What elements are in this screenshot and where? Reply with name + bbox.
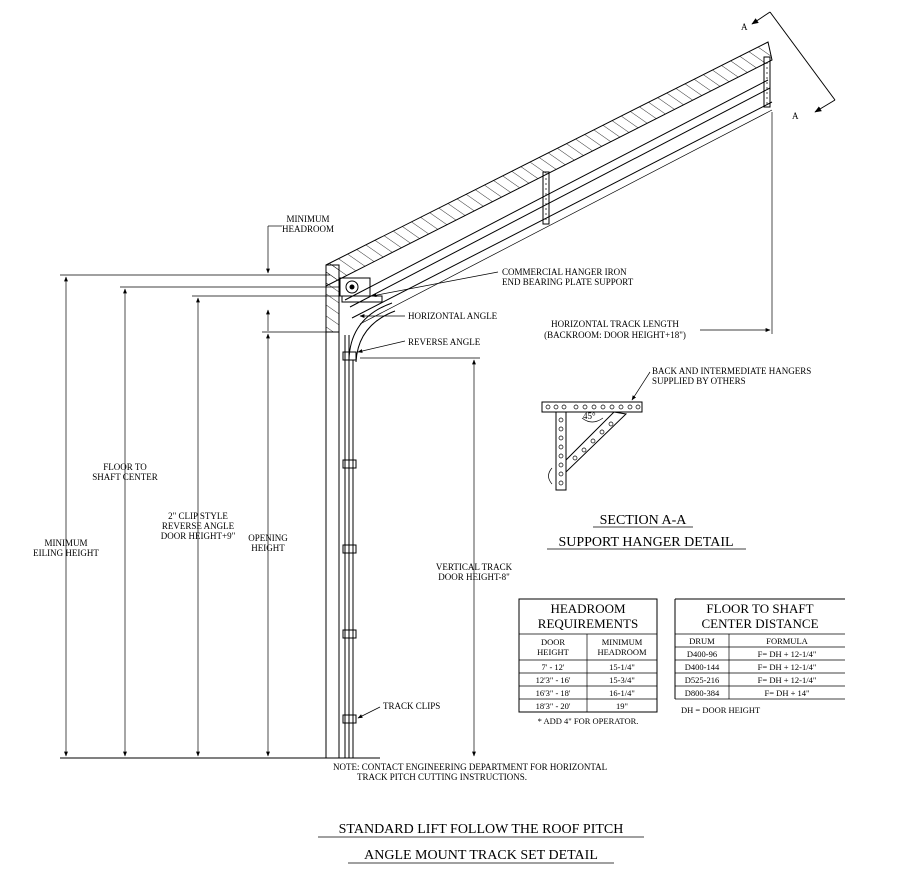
wall-section	[60, 264, 380, 759]
shaft-row-4-drum: D800-384	[685, 688, 720, 698]
shaft-row-3-formula: F= DH + 12-1/4"	[758, 675, 817, 685]
horizontal-angle-label: HORIZONTAL ANGLE	[408, 311, 498, 321]
shaft-row-2-formula: F= DH + 12-1/4"	[758, 662, 817, 672]
angle-45-label: 45°	[583, 411, 596, 421]
note-line-1: NOTE: CONTACT ENGINEERING DEPARTMENT FOR…	[333, 762, 607, 772]
vertical-track-label-1: VERTICAL TRACK	[436, 562, 513, 572]
shaft-title-1: FLOOR TO SHAFT	[706, 601, 813, 616]
commercial-hanger-label-2: END BEARING PLATE SUPPORT	[502, 277, 634, 287]
headroom-title-2: REQUIREMENTS	[538, 616, 638, 631]
headroom-row-2-min: 15-3/4"	[609, 675, 635, 685]
headroom-col-2-line-2: HEADROOM	[597, 647, 647, 657]
main-title-line-2: ANGLE MOUNT TRACK SET DETAIL	[364, 848, 598, 863]
vertical-track-label-2: DOOR HEIGHT-8"	[438, 572, 510, 582]
reverse-angle-label: REVERSE ANGLE	[408, 337, 481, 347]
headroom-row-1-min: 15-1/4"	[609, 662, 635, 672]
headroom-col-1-line-2: HEIGHT	[537, 647, 569, 657]
clip-style-label-2: REVERSE ANGLE	[162, 521, 235, 531]
main-title: STANDARD LIFT FOLLOW THE ROOF PITCH ANGL…	[318, 822, 644, 864]
back-hangers-label-2: SUPPLIED BY OTHERS	[652, 376, 746, 386]
section-title: SECTION A-A SUPPORT HANGER DETAIL	[547, 513, 746, 550]
minimum-headroom-label-1: MINIMUM	[286, 214, 329, 224]
minimum-headroom-label-2: HEADROOM	[282, 224, 334, 234]
section-title-line-2: SUPPORT HANGER DETAIL	[558, 535, 733, 550]
minimum-ceiling-label-2: EILING HEIGHT	[33, 548, 99, 558]
dimension-lines	[60, 112, 773, 757]
opening-height-label-2: HEIGHT	[251, 543, 285, 553]
shaft-title-2: CENTER DISTANCE	[701, 616, 818, 631]
support-hanger-detail: 45°	[541, 401, 643, 491]
opening-height-label-1: OPENING	[248, 533, 288, 543]
commercial-hanger-label-1: COMMERCIAL HANGER IRON	[502, 267, 627, 277]
shaft-row-2-drum: D400-144	[685, 662, 720, 672]
headroom-footnote: * ADD 4" FOR OPERATOR.	[538, 716, 639, 726]
floor-to-shaft-label-1: FLOOR TO	[103, 462, 147, 472]
section-mark-top: A	[741, 22, 748, 32]
minimum-ceiling-label-1: MINIMUM	[44, 538, 87, 548]
shaft-footnote: DH = DOOR HEIGHT	[681, 705, 761, 715]
shaft-row-4-formula: F= DH + 14"	[765, 688, 810, 698]
note-line-2: TRACK PITCH CUTTING INSTRUCTIONS.	[357, 772, 527, 782]
horizontal-track-length-label-1: HORIZONTAL TRACK LENGTH	[551, 319, 679, 329]
shaft-col-drum: DRUM	[689, 636, 715, 646]
hangers	[542, 56, 771, 225]
roof-section	[325, 41, 773, 287]
clip-style-label-1: 2" CLIP STYLE	[168, 511, 228, 521]
bearing-plate	[339, 277, 383, 303]
headroom-row-2-door: 12'3" - 16'	[536, 675, 571, 685]
headroom-row-4-min: 19"	[616, 701, 628, 711]
headroom-row-3-min: 16-1/4"	[609, 688, 635, 698]
section-title-line-1: SECTION A-A	[600, 513, 688, 528]
headroom-row-4-door: 18'3" - 20'	[536, 701, 571, 711]
main-title-line-1: STANDARD LIFT FOLLOW THE ROOF PITCH	[339, 822, 624, 837]
clip-style-label-3: DOOR HEIGHT+9"	[161, 531, 236, 541]
track-clips-label: TRACK CLIPS	[383, 701, 440, 711]
headroom-col-1-line-1: DOOR	[541, 637, 565, 647]
headroom-title-1: HEADROOM	[550, 601, 626, 616]
shaft-table: FLOOR TO SHAFT CENTER DISTANCE DRUM FORM…	[674, 598, 845, 715]
radius-track	[348, 302, 396, 363]
section-mark-bottom: A	[792, 111, 799, 121]
headroom-row-3-door: 16'3" - 18'	[536, 688, 571, 698]
shaft-row-3-drum: D525-216	[685, 675, 719, 685]
shaft-row-1-formula: F= DH + 12-1/4"	[758, 649, 817, 659]
horizontal-track	[344, 79, 773, 325]
section-cut-marks: A A	[741, 11, 836, 121]
horizontal-track-length-label-2: (BACKROOM: DOOR HEIGHT+18")	[544, 330, 686, 340]
drawing-labels: MINIMUM HEADROOM COMMERCIAL HANGER IRON …	[33, 214, 811, 782]
headroom-row-1-door: 7' - 12'	[542, 662, 565, 672]
shaft-col-formula: FORMULA	[766, 636, 808, 646]
floor-to-shaft-label-2: SHAFT CENTER	[92, 472, 158, 482]
leader-lines	[357, 271, 651, 719]
shaft-row-1-drum: D400-96	[687, 649, 717, 659]
headroom-table: HEADROOM REQUIREMENTS DOOR HEIGHT MINIMU…	[518, 598, 658, 726]
back-hangers-label-1: BACK AND INTERMEDIATE HANGERS	[652, 366, 811, 376]
headroom-col-2-line-1: MINIMUM	[602, 637, 643, 647]
vertical-track	[342, 335, 357, 758]
